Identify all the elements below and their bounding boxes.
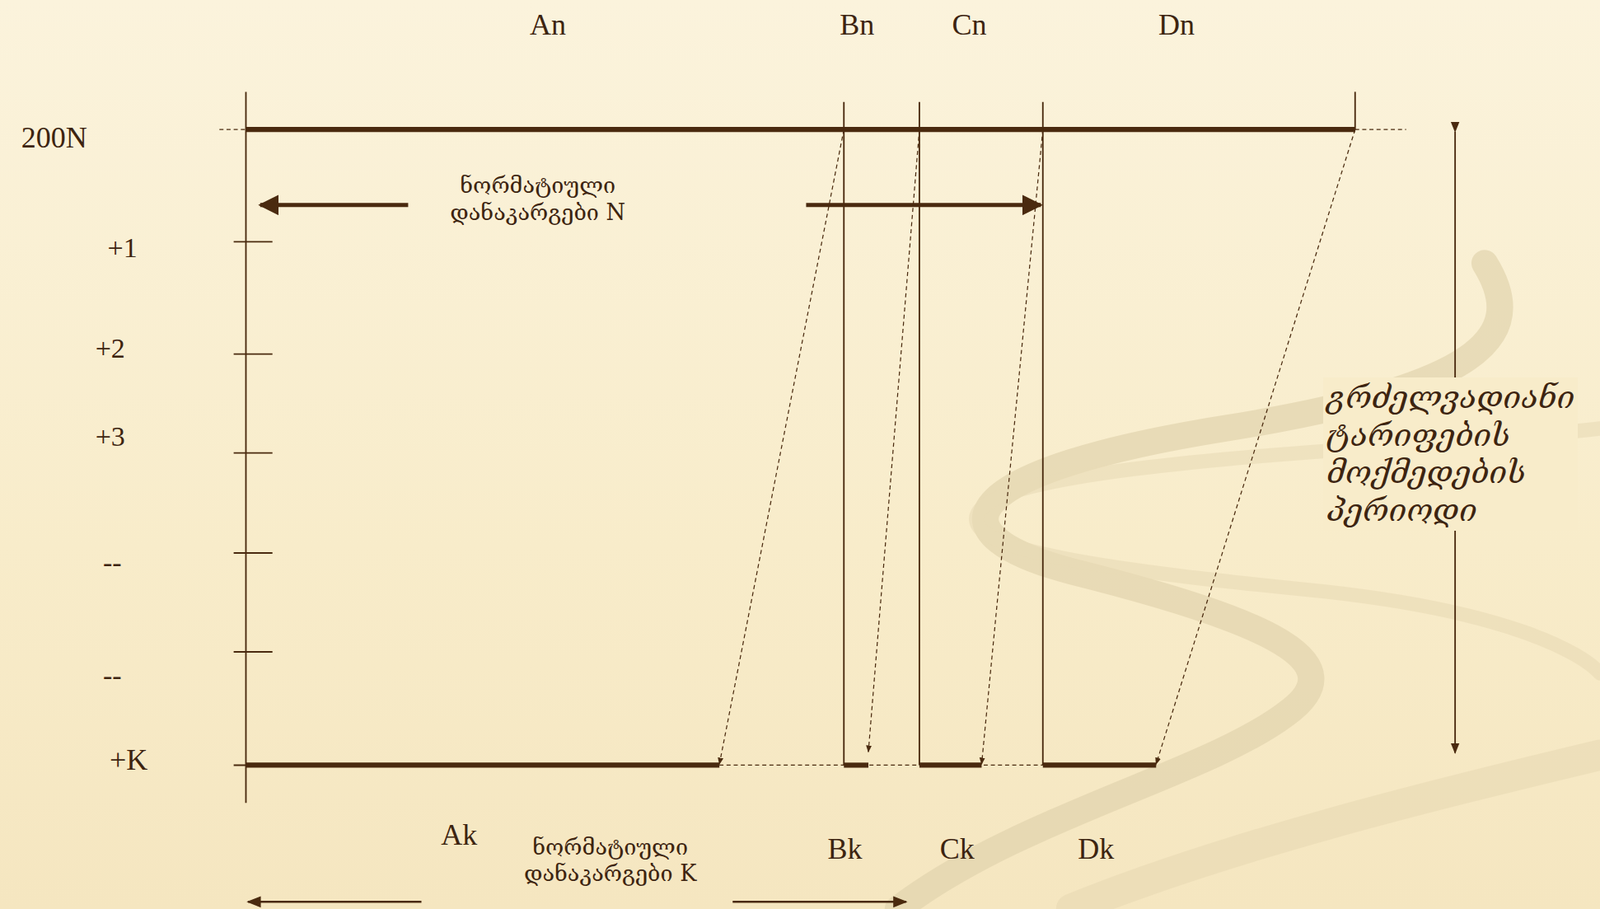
point-label: Dk [1077,831,1114,867]
point-label: Bk [827,831,862,867]
point-label: An [529,7,567,43]
step-label: -- [102,546,122,581]
background-swirl [898,262,1600,909]
loss-label: ნორმატიული დანაკარგები K [505,833,715,888]
point-label: Ck [940,831,975,867]
loss-label: ნორმატიული დანაკარგები N [432,172,643,226]
point-label: Dn [1158,7,1195,43]
step-label: -- [102,659,122,693]
step-label: +3 [95,420,126,454]
period-label: გრძელვადიანი ტარიფების მოქმედების პერიოდ… [1323,377,1578,531]
step-label: +K [109,742,148,778]
axes [219,91,1455,902]
point-label: Cn [952,7,988,43]
level-label: 200N [21,120,88,156]
point-label: Ak [440,817,478,853]
step-label: +1 [107,231,138,266]
step-label: +2 [95,332,126,366]
point-label: Bn [839,7,875,43]
